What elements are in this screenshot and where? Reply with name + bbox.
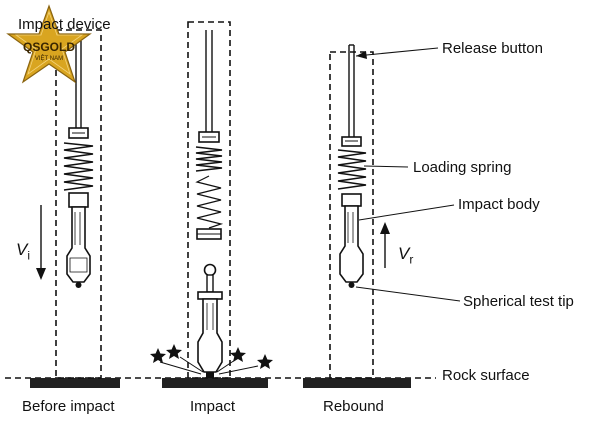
impact-velocity-arrow <box>36 205 46 280</box>
impact-stars <box>150 344 273 369</box>
caption-before-impact: Before impact <box>22 398 115 415</box>
star-4 <box>257 354 273 369</box>
logo-star <box>6 4 92 84</box>
leader-impact-body <box>358 204 455 221</box>
velocity-rebound: Vr <box>398 244 413 266</box>
star-3 <box>230 347 246 362</box>
device-impact <box>159 21 259 379</box>
leader-loading-spring <box>363 165 409 168</box>
velocity-rebound-sub: r <box>409 252 414 267</box>
leader-lines <box>355 47 461 302</box>
logo-sub: VIỆT NAM <box>35 54 63 62</box>
velocity-rebound-symbol: V <box>398 244 410 263</box>
rock-block-impact <box>162 378 268 388</box>
label-rock-surface: Rock surface <box>442 367 530 384</box>
logo-brand: QSGOLD <box>23 40 75 54</box>
star-1 <box>150 348 166 363</box>
velocity-impact: Vi <box>16 240 30 262</box>
label-spherical-test-tip: Spherical test tip <box>463 293 574 310</box>
label-impact-body: Impact body <box>458 196 540 213</box>
device-rebound <box>329 44 374 379</box>
leader-release-button <box>355 47 439 57</box>
label-impact-device: Impact device <box>18 16 111 33</box>
caption-rebound: Rebound <box>323 398 384 415</box>
rock-block-rebound <box>303 378 411 388</box>
velocity-impact-symbol: V <box>16 240 28 259</box>
star-2 <box>166 344 182 359</box>
velocity-impact-sub: i <box>27 248 31 263</box>
device-before-impact <box>55 29 102 379</box>
leader-spherical-tip <box>355 286 461 302</box>
rock-block-before <box>30 378 120 388</box>
label-release-button: Release button <box>442 40 543 57</box>
caption-impact: Impact <box>190 398 236 415</box>
label-loading-spring: Loading spring <box>413 159 512 176</box>
rebound-velocity-arrow <box>380 222 390 268</box>
qsgold-logo: QSGOLD VIỆT NAM <box>6 4 92 84</box>
